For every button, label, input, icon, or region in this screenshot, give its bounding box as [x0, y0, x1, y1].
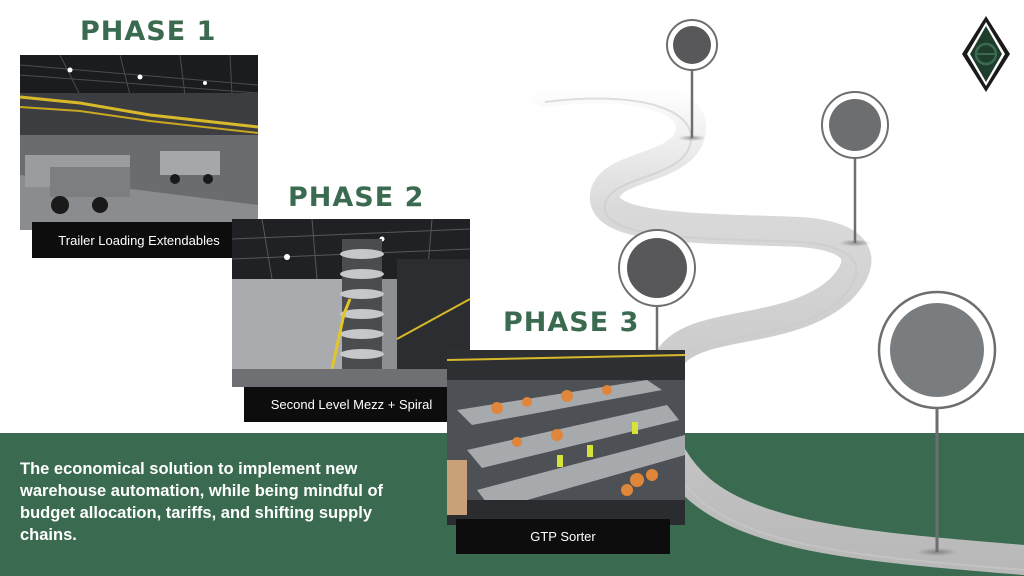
map-pin-icon [877, 290, 997, 556]
phase-1-photo [20, 55, 258, 230]
phase-2-photo [232, 219, 470, 387]
phase-3-photo [447, 350, 685, 525]
map-pin-icon [821, 91, 889, 247]
phase-3-heading: PHASE 3 [503, 307, 640, 338]
map-pin-icon [666, 19, 718, 141]
phase-2-caption: Second Level Mezz + Spiral [244, 387, 459, 422]
phase-1-heading: PHASE 1 [80, 16, 217, 47]
phase-3-caption: GTP Sorter [456, 519, 670, 554]
diamond-logo-icon [962, 16, 1010, 92]
tagline: The economical solution to implement new… [20, 460, 384, 544]
phase-2-heading: PHASE 2 [288, 182, 425, 213]
phase-1-caption: Trailer Loading Extendables [32, 222, 246, 258]
